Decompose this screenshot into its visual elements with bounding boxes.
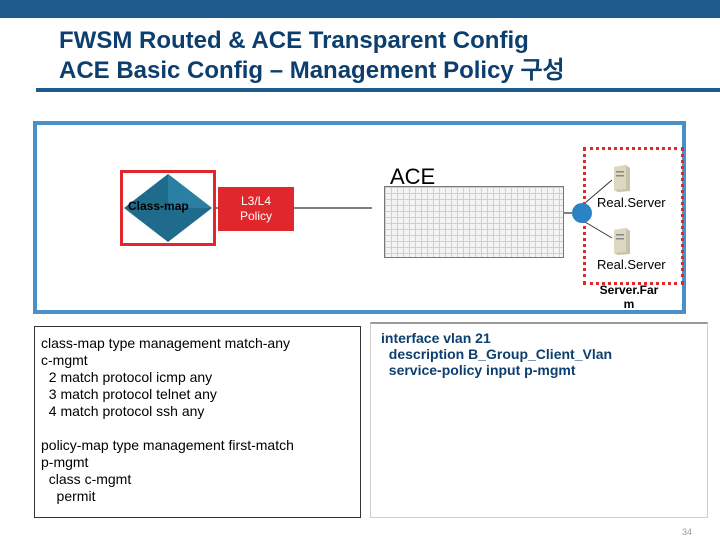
ace-label: ACE (390, 164, 436, 189)
real-server-label-2: Real.Server (597, 257, 666, 272)
real-server-label-1: Real.Server (597, 195, 666, 210)
server-farm-label: Server.Far m (597, 283, 661, 311)
server-farm-label-line2: m (623, 297, 635, 311)
ace-module-box (384, 186, 564, 258)
slide-title: FWSM Routed & ACE Transparent Config ACE… (59, 26, 709, 86)
config-line: 4 match protocol ssh any (41, 403, 205, 419)
class-map-label: Class-map (128, 199, 189, 213)
interface-config-line: interface vlan 21 (381, 330, 491, 346)
server-icon (614, 165, 630, 192)
config-line: p-mgmt (41, 454, 89, 470)
config-line: permit (41, 488, 96, 504)
diamond-icon (124, 174, 212, 242)
interface-config-box: interface vlan 21 description B_Group_Cl… (370, 322, 708, 518)
config-line: class c-mgmt (41, 471, 132, 487)
vip-node-icon (572, 203, 592, 223)
interface-config-line: description B_Group_Client_Vlan (381, 346, 613, 362)
class-policy-config-box: class-map type management match-any c-mg… (34, 326, 361, 518)
config-line: class-map type management match-any (41, 335, 290, 351)
policy-label-line1: L3/L4 (240, 194, 272, 208)
config-line: c-mgmt (41, 352, 88, 368)
server-farm-label-line1: Server.Far (599, 283, 659, 297)
interface-config-line: service-policy input p-mgmt (381, 362, 576, 378)
page-number: 34 (682, 527, 693, 537)
server-icon (614, 228, 630, 255)
l3-l4-policy-box: L3/L4 Policy (218, 187, 294, 231)
config-line: 3 match protocol telnet any (41, 386, 217, 402)
title-underline (36, 88, 720, 92)
config-line: 2 match protocol icmp any (41, 369, 213, 385)
top-banner (0, 0, 720, 18)
policy-label-line2: Policy (239, 209, 272, 223)
config-line: policy-map type management first-match (41, 437, 294, 453)
title-line-2: ACE Basic Config – Management Policy 구성 (59, 57, 565, 84)
title-line-1: FWSM Routed & ACE Transparent Config (59, 27, 529, 54)
